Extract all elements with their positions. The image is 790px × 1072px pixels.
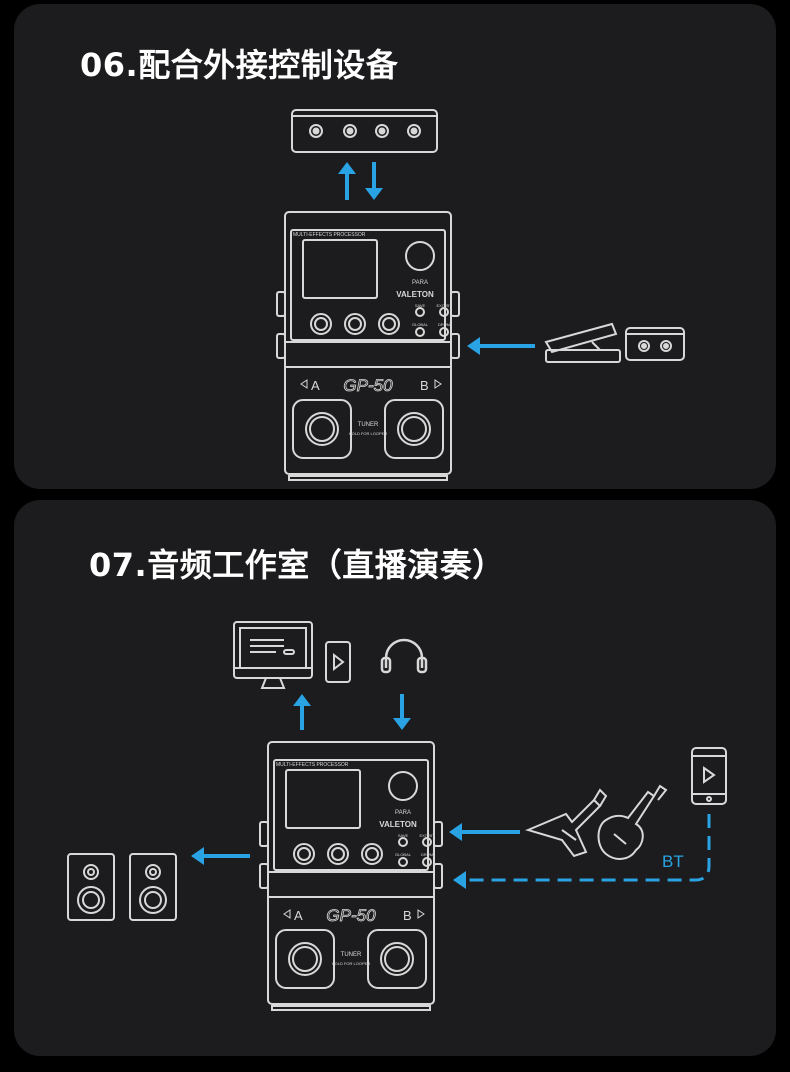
section-external-control: 06.配合外接控制设备 [14,4,776,489]
brand-label: VALETON [396,290,434,299]
tablet-icon [325,641,351,683]
looper-label: HOLD FOR LOOPER [332,961,371,966]
exit-label: EXIT/BT [419,833,435,838]
audio-studio-diagram: MULTI-EFFECTS PROCESSOR PARA VALETON SAV… [67,621,727,1011]
phone-icon [691,747,727,805]
headphones-icon [380,638,428,674]
arrow-up-icon [338,162,356,200]
bluetooth-label: BT [662,852,684,871]
gp50-device: MULTI-EFFECTS PROCESSOR PARA VALETON SAV… [276,211,460,481]
global-label: GLOBAL [395,852,412,857]
drum-label: DRUM [438,322,450,327]
section-title: 06.配合外接控制设备 [80,46,399,84]
drum-label: DRUM [421,852,433,857]
expression-pedal-icon [544,322,621,363]
footswitch-controller-icon [291,109,438,153]
side-a-label: A [294,908,303,923]
model-label: GP-50 [326,906,376,925]
footswitch-box-icon [625,327,685,361]
side-a-label: A [311,378,320,393]
device-header-label: MULTI-EFFECTS PROCESSOR [276,762,349,768]
computer-monitor-icon [233,621,313,689]
external-control-diagram: MULTI-EFFECTS PROCESSOR PARA VALETON SAV… [276,109,685,481]
gp50-device: MULTI-EFFECTS PROCESSOR PARA VALETON SAV… [259,741,443,1011]
arrow-up-icon [293,694,311,730]
tuner-label: TUNER [358,422,379,428]
save-label: SAVE [398,833,409,838]
exit-label: EXIT/BT [436,303,452,308]
section-title: 07.音频工作室（直播演奏） [89,546,505,584]
para-label: PARA [412,280,428,286]
electric-guitar-v-icon [525,788,608,858]
section-audio-studio: 07.音频工作室（直播演奏） [14,500,776,1056]
speaker-right-icon [129,853,177,921]
side-b-label: B [420,378,429,393]
speaker-left-icon [67,853,115,921]
looper-label: HOLD FOR LOOPER [349,431,388,436]
brand-label: VALETON [379,820,417,829]
global-label: GLOBAL [412,322,429,327]
arrow-down-icon [393,694,411,730]
electric-guitar-icon [597,784,668,860]
tuner-label: TUNER [341,952,362,958]
device-header-label: MULTI-EFFECTS PROCESSOR [293,232,366,238]
para-label: PARA [395,810,411,816]
arrow-down-icon [365,162,383,200]
model-label: GP-50 [343,376,393,395]
arrow-left-icon [191,847,250,865]
bluetooth-connection-line [453,814,711,889]
arrow-left-icon [467,337,535,355]
save-label: SAVE [415,303,426,308]
arrow-left-icon [449,823,520,841]
side-b-label: B [403,908,412,923]
